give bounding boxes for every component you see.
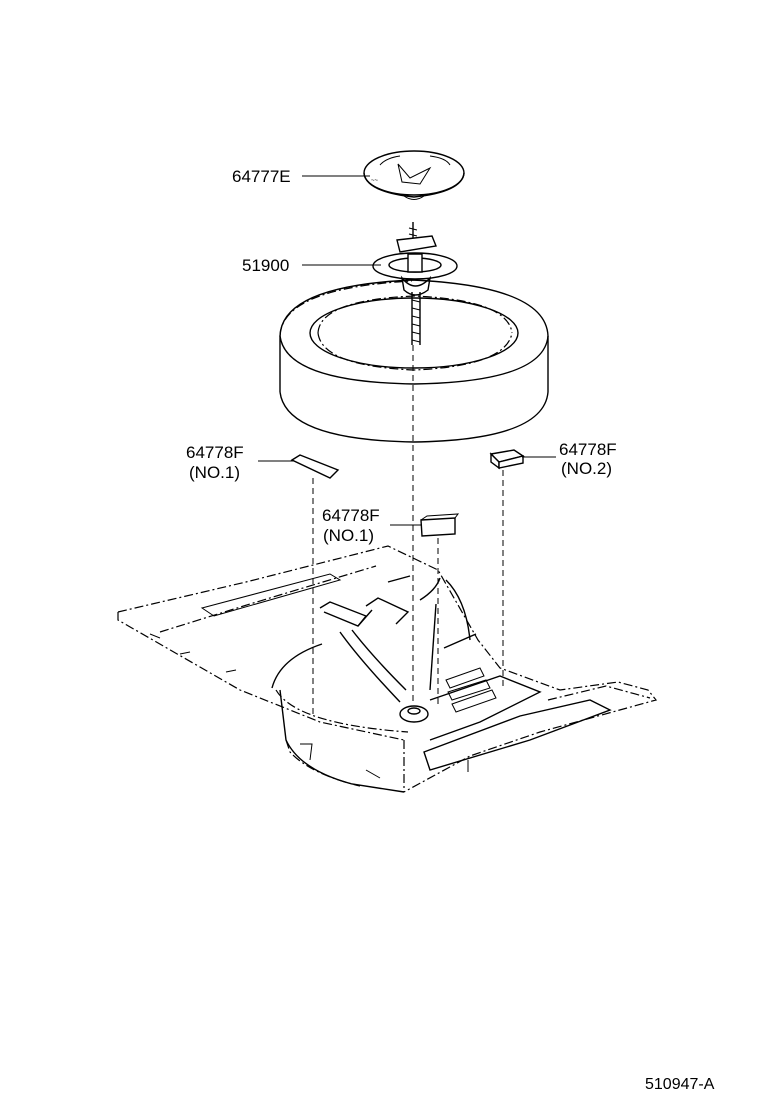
callout-cushion-center-part-number: 64778F — [322, 506, 380, 525]
spare-tire — [279, 279, 549, 443]
callout-leaders — [258, 175, 556, 526]
callout-cushion-left-note: (NO.1) — [189, 463, 240, 482]
illustration-id: 510947-A — [645, 1076, 715, 1093]
rear-floor-pan — [117, 545, 658, 793]
callout-cushion-right-part-number: 64778F — [559, 440, 617, 459]
cushion-center — [420, 513, 460, 537]
callout-cap-part-number: 64777E — [232, 167, 291, 186]
callout-cushion-left-part-number: 64778F — [186, 443, 244, 462]
callout-carrier-part-number: 51900 — [242, 256, 289, 275]
spare-wheel-carrier — [372, 222, 458, 345]
callout-cushion-center-note: (NO.1) — [323, 526, 374, 545]
callout-cushion-right-note: (NO.2) — [561, 459, 612, 478]
svg-text:~~: ~~ — [371, 178, 379, 184]
cushion-left — [290, 454, 340, 479]
spare-wheel-cap: ~~ — [363, 150, 465, 200]
cushion-right — [489, 449, 525, 470]
